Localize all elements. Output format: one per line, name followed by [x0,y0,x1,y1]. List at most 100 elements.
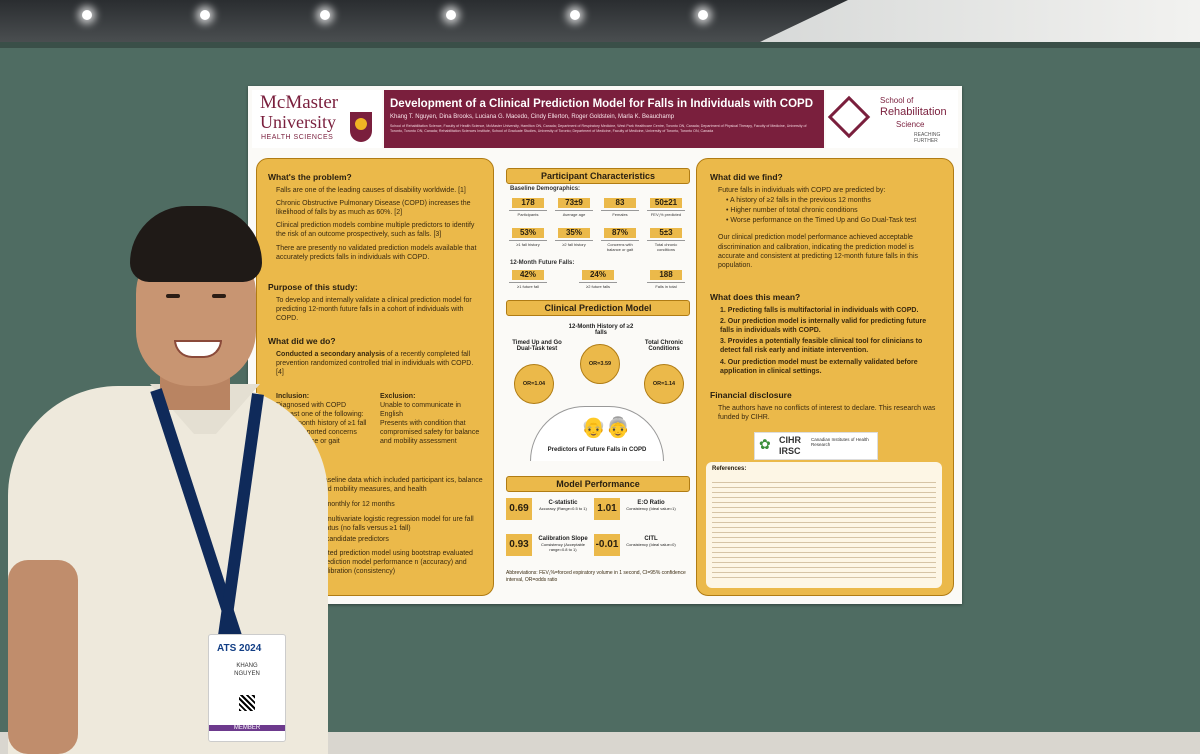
methods-section: What did we do? Conducted a secondary an… [268,336,482,377]
section-heading: What did we do? [268,336,336,346]
paragraph: of a recently completed fall prevention … [276,351,474,377]
stat-value: 35% [558,228,590,238]
stat-label: ≥1 fall history [509,240,547,247]
mcmaster-logo: McMaster University HEALTH SCIENCES [252,90,382,148]
list-item: 4. Our prediction model must be external… [720,358,918,375]
metric-name: CITL [644,536,658,542]
poster-title: Development of a Clinical Prediction Mod… [390,98,814,110]
list-item: At least one of the following: [276,411,364,419]
stat-value: 53% [512,228,544,238]
problem-section: What's the problem? Falls are one of the… [268,172,482,262]
stat-value: 188 [650,270,682,280]
logo-text: McMaster [260,92,339,113]
elderly-people-icon: 👴👵 [581,417,631,439]
metric-sub: Accuracy (Range=0.5 to 1) [539,506,587,511]
stat-value: 83 [604,198,636,208]
metric-value: 0.93 [506,534,532,556]
stat-value: 24% [582,270,614,280]
findings-section: What did we find? Future falls in indivi… [710,172,940,270]
stat-label: Participants [509,210,547,217]
stat-value: 50±21 [650,198,682,208]
bold-text: Conducted a secondary analysis [276,351,385,359]
paragraph: To develop and internally validate a cli… [276,297,472,323]
list-item: Unable to communicate in English [380,402,461,419]
stat-label: Concerns with balance or gait [601,240,639,252]
list-item: 3. Provides a potentially feasible clini… [720,338,923,355]
ceiling-light [200,10,210,20]
logo-text: Canadian Institutes of Health Research [811,437,869,447]
ceiling-light [320,10,330,20]
section-heading: Financial disclosure [710,390,792,400]
logo-text: School of [880,96,914,105]
metric-value: -0.01 [594,534,620,556]
smile-icon [174,340,222,358]
odds-ratio-circle: OR=1.14 [644,364,684,404]
paragraph: a multivariate logistic regression model… [320,516,474,533]
metric-value: 0.69 [506,498,532,520]
paragraph: Chronic Obstructive Pulmonary Disease (C… [276,200,471,217]
list-heading: Inclusion: [276,393,310,400]
stat-value: 87% [604,228,636,238]
bullet-text: Higher number of total chronic condition… [730,207,858,215]
diamond-icon [827,95,871,139]
list-item: • Worse performance on the Timed Up and … [726,217,917,225]
logo-text: IRSC [779,446,801,456]
stat-value: 5±3 [650,228,682,238]
paragraph: s monthly for 12 months [320,501,395,509]
abbreviations: Abbreviations: FEV₁%=forced expiratory v… [506,570,686,583]
paragraph: Our clinical prediction model performanc… [718,234,918,269]
stat-label: ≥2 future falls [579,282,617,289]
logo-text: Science [896,120,925,129]
predictor-label: Timed Up and Go Dual-Task test [512,340,562,352]
paragraph: 6 candidate predictors [320,536,389,544]
references-box: References: [706,462,942,588]
paragraph: Falls are one of the leading causes of d… [276,187,466,195]
badge-last-name: NGUYEN [234,671,260,677]
section-heading: What's the problem? [268,172,352,182]
paragraph: The authors have no conflicts of interes… [718,405,936,422]
list-item: • Higher number of total chronic conditi… [726,207,858,215]
poster-authors: Khang T. Nguyen, Dina Brooks, Luciana G.… [390,114,675,120]
section-heading: What does this mean? [710,292,801,302]
paragraph: There are presently no validated predict… [276,244,477,261]
title-bar: Development of a Clinical Prediction Mod… [384,90,824,148]
stat-label: ≥1 future fall [509,282,547,289]
badge-event: ATS 2024 [217,643,262,654]
exclusion-list: Exclusion: Unable to communicate in Engl… [380,392,480,447]
odds-ratio-circle: OR=3.59 [580,344,620,384]
research-poster: McMaster University HEALTH SCIENCES Deve… [248,86,962,604]
list-item: Presents with condition that compromised… [380,420,480,446]
crest-icon [350,112,372,142]
poster-affiliations: School of Rehabilitation Science, Facult… [390,124,807,133]
methods-steps: baseline data which included participant… [320,476,484,576]
person-arm [8,560,78,754]
list-item: • A history of ≥2 falls in the previous … [726,197,871,205]
numbered-text: Our prediction model is internally valid… [720,318,927,335]
metric-sub: Consistency (Ideal value=1) [626,506,676,511]
odds-ratio-circle: OR=1.04 [514,364,554,404]
disclosure-section: Financial disclosure The authors have no… [710,390,940,422]
subheading: 12-Month Future Falls: [510,260,575,266]
logo-text: Rehabilitation [880,106,947,118]
numbered-text: Our prediction model must be externally … [720,358,918,375]
paragraph: Clinical prediction models combine multi… [276,222,475,239]
stat-label: Falls in total [647,282,685,289]
section-heading: What did we find? [710,172,783,182]
metric-name: C-statistic [548,500,578,506]
list-heading: Exclusion: [380,393,416,400]
references-heading: References: [712,466,747,472]
badge-first-name: KHANG [236,663,258,669]
section-heading: Purpose of this study: [268,282,358,292]
stat-label: Total chronic conditions [647,240,685,252]
list-item: 24-month history of ≥1 fall [286,420,367,428]
badge-role: MEMBER [209,725,285,731]
stat-value: 73±9 [558,198,590,208]
maple-leaf-icon: ✿ [759,436,771,452]
list-item: Diagnosed with COPD [276,402,347,410]
numbered-text: Provides a potentially feasible clinical… [720,338,923,355]
stat-label: Average age [555,210,593,217]
metric-sub: Consistency (Acceptable range=0.8 to 1) [540,542,586,552]
